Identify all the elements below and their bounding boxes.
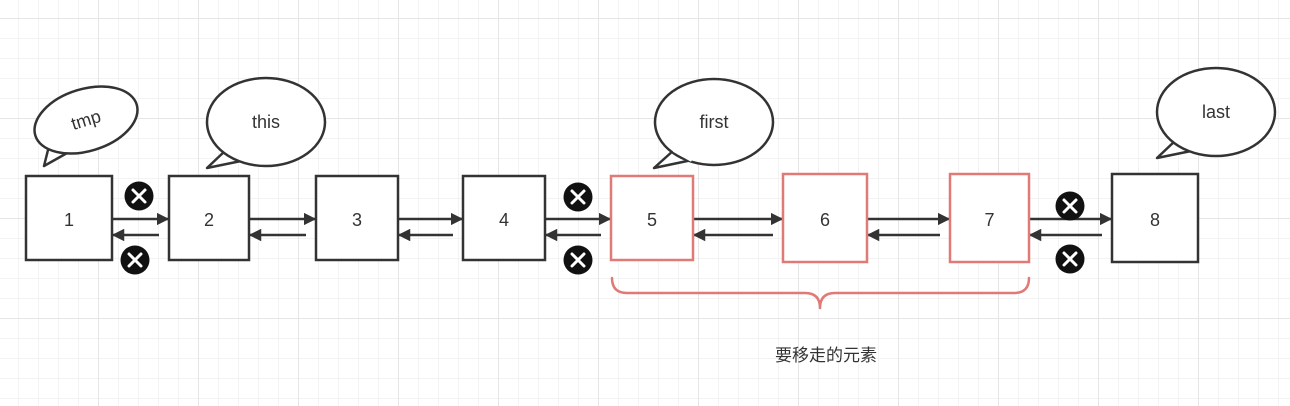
- node-box: [1110, 172, 1200, 264]
- link-7-8: [1028, 212, 1113, 242]
- node-box: [948, 172, 1031, 264]
- cross-stroke: [131, 188, 147, 204]
- bubble-seam: [673, 148, 693, 162]
- link-3-4: [397, 212, 464, 242]
- removal-caption: 要移走的元素: [775, 346, 877, 366]
- nodes-layer: 1 2 3 4 5 6 7 8: [24, 172, 1200, 264]
- link-6-7: [866, 212, 951, 242]
- broken-link-cross-icon: [124, 181, 154, 211]
- cross-stroke: [1062, 251, 1078, 267]
- list-node-6: 6: [781, 172, 869, 264]
- cross-stroke: [127, 252, 143, 268]
- node-label: 5: [647, 210, 657, 230]
- removal-brace: [610, 276, 1031, 310]
- node-label: 8: [1150, 210, 1160, 230]
- node-label: 6: [820, 210, 830, 230]
- pointer-bubble-tmp: tmp: [33, 85, 139, 168]
- bubble-tail: [652, 149, 693, 170]
- bubble-body: [33, 85, 139, 155]
- node-box: [24, 174, 114, 262]
- bubble-seam: [49, 140, 77, 150]
- bubble-seam: [225, 148, 247, 162]
- node-box: [781, 172, 869, 264]
- node-box: [461, 174, 547, 262]
- bubble-seam: [1175, 138, 1197, 152]
- broken-link-cross-icon: [563, 182, 593, 212]
- broken-link-marks-layer: [120, 181, 1085, 275]
- bubble-body: [653, 77, 775, 167]
- link-5-6: [692, 212, 784, 242]
- node-label: 1: [64, 210, 74, 230]
- bubble-tail: [1155, 139, 1197, 160]
- node-box: [314, 174, 400, 262]
- node-label: 3: [352, 210, 362, 230]
- list-node-4: 4: [461, 174, 547, 262]
- pointer-bubble-last: last: [1155, 66, 1277, 160]
- pointer-bubbles-layer: tmp this first last: [33, 66, 1277, 170]
- list-node-1: 1: [24, 174, 114, 262]
- link-4-5: [544, 212, 612, 242]
- broken-link-cross-icon: [120, 245, 150, 275]
- cross-stroke: [570, 252, 586, 268]
- bubble-body: [1155, 66, 1277, 158]
- node-label: 2: [204, 210, 214, 230]
- broken-link-cross-icon: [1055, 191, 1085, 221]
- node-box: [609, 174, 695, 262]
- pointer-bubble-first: first: [652, 77, 775, 170]
- cross-stroke: [1062, 198, 1078, 214]
- link-1-2: [111, 212, 170, 242]
- bubble-body: [205, 76, 327, 168]
- bubble-label: last: [1202, 102, 1230, 122]
- bubble-label: first: [700, 112, 729, 132]
- list-node-8: 8: [1110, 172, 1200, 264]
- node-label: 4: [499, 210, 509, 230]
- bubble-tail: [205, 149, 247, 170]
- broken-link-cross-icon: [1055, 244, 1085, 274]
- cross-stroke: [570, 189, 586, 205]
- broken-link-cross-icon: [563, 245, 593, 275]
- bubble-label: this: [252, 112, 280, 132]
- link-2-3: [248, 212, 317, 242]
- node-label: 7: [984, 210, 994, 230]
- list-node-3: 3: [314, 174, 400, 262]
- node-box: [167, 174, 251, 262]
- list-node-2: 2: [167, 174, 251, 262]
- list-node-5: 5: [609, 174, 695, 262]
- list-node-7: 7: [948, 172, 1031, 264]
- pointer-bubble-this: this: [205, 76, 327, 170]
